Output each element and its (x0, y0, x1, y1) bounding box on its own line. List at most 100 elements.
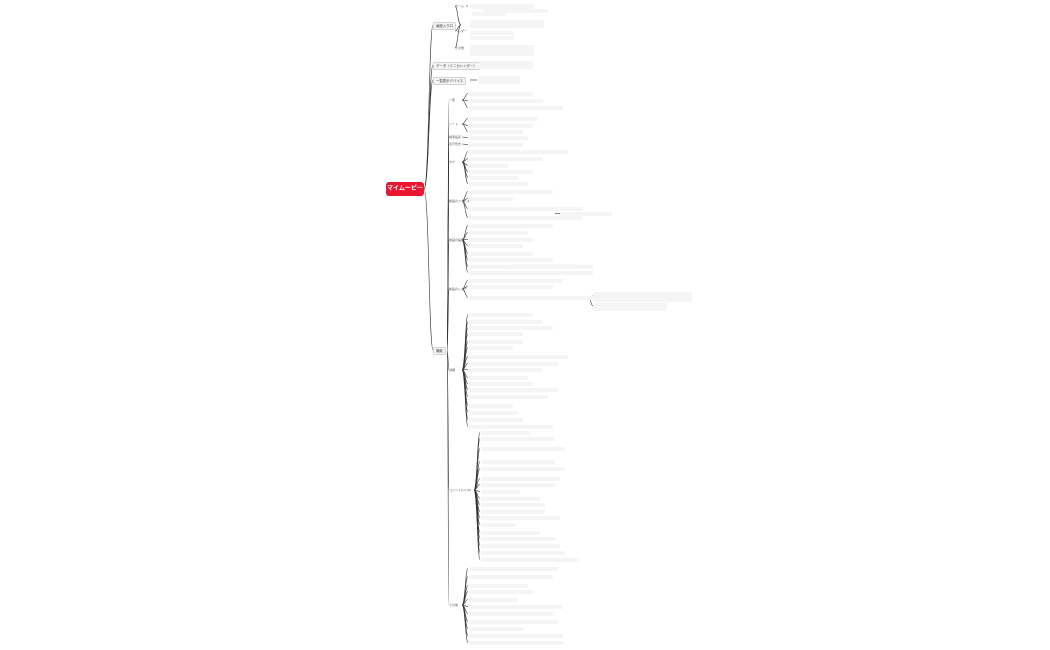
leaf-node[interactable] (469, 388, 558, 393)
leaf-node[interactable] (469, 567, 558, 572)
leaf-node[interactable] (470, 20, 544, 29)
root-node[interactable]: マイムービー (386, 182, 424, 196)
leaf-node[interactable] (469, 404, 513, 409)
leaf-node[interactable] (481, 477, 560, 482)
leaf-node[interactable] (469, 627, 523, 632)
leaf-node[interactable] (469, 620, 558, 625)
leaf-node[interactable] (469, 605, 563, 610)
leaf-node[interactable] (469, 425, 553, 430)
leaf-node[interactable] (479, 61, 533, 70)
leaf-node[interactable] (481, 490, 520, 495)
leaf-node[interactable] (470, 36, 514, 41)
leaf-node[interactable] (469, 197, 513, 202)
leaf-node[interactable] (469, 641, 563, 646)
leaf-node[interactable] (469, 411, 518, 416)
leaf-node[interactable] (469, 124, 533, 129)
sub-node[interactable]: 動画の編集 (449, 238, 465, 242)
sub-node[interactable]: ホーム (455, 4, 464, 8)
leaf-node[interactable] (469, 346, 513, 351)
leaf-node[interactable] (560, 212, 612, 217)
leaf-node[interactable] (481, 544, 560, 549)
leaf-node[interactable] (469, 190, 553, 195)
leaf-node[interactable] (511, 264, 575, 269)
sub-node[interactable]: コメント/いいね (449, 488, 472, 492)
leaf-node[interactable] (469, 376, 528, 381)
leaf-node[interactable] (469, 355, 568, 360)
leaf-node[interactable] (481, 516, 560, 521)
leaf-node[interactable] (481, 551, 565, 556)
leaf-node[interactable] (469, 575, 553, 580)
leaf-node[interactable] (481, 437, 555, 442)
leaf-node[interactable] (469, 598, 518, 603)
leaf-node[interactable] (481, 497, 540, 502)
leaf-node[interactable] (469, 590, 533, 595)
leaf-node[interactable] (481, 523, 515, 528)
leaf-node[interactable] (469, 216, 583, 221)
leaf-node[interactable] (470, 31, 514, 36)
leaf-node[interactable] (469, 368, 543, 373)
leaf-node[interactable] (481, 483, 555, 488)
leaf-node[interactable] (593, 303, 667, 312)
leaf-node[interactable] (469, 238, 533, 243)
leaf-node[interactable] (481, 431, 530, 436)
leaf-node[interactable] (469, 634, 563, 639)
branch-node[interactable]: 機能 (433, 347, 446, 355)
leaf-node[interactable] (469, 362, 558, 367)
leaf-node[interactable] (469, 150, 568, 155)
sub-node[interactable]: ソート (449, 122, 459, 126)
leaf-node[interactable] (470, 4, 534, 9)
branch-node[interactable]: 一覧表示デバイス (433, 77, 467, 85)
leaf-node[interactable] (469, 176, 518, 181)
leaf-node[interactable] (481, 558, 580, 563)
leaf-node[interactable] (469, 136, 528, 141)
leaf-node[interactable] (470, 45, 534, 57)
leaf-node[interactable] (469, 326, 553, 331)
branch-node[interactable]: 画面入り口 (433, 22, 456, 30)
leaf-node[interactable] (469, 231, 528, 236)
leaf-node[interactable] (469, 224, 553, 229)
leaf-node[interactable] (472, 12, 506, 17)
sub-node[interactable]: 詳細 (449, 368, 456, 372)
leaf-node[interactable] (469, 285, 553, 290)
leaf-node[interactable] (469, 332, 523, 337)
leaf-node[interactable] (469, 143, 523, 148)
sub-node[interactable]: 表示形式 (449, 142, 462, 146)
leaf-node[interactable] (484, 9, 548, 14)
sub-node[interactable]: ヘッダー (455, 29, 468, 33)
leaf-node[interactable] (481, 467, 565, 472)
leaf-node[interactable] (469, 320, 543, 325)
leaf-node[interactable] (481, 447, 565, 452)
leaf-node[interactable] (593, 292, 692, 303)
leaf-node[interactable] (469, 164, 508, 169)
leaf-node[interactable] (469, 296, 603, 301)
leaf-node[interactable] (469, 279, 563, 284)
leaf-node[interactable] (469, 92, 533, 97)
leaf-node[interactable] (469, 418, 523, 423)
leaf-node[interactable] (469, 382, 533, 387)
leaf-node[interactable] (469, 313, 533, 318)
leaf-node[interactable] (469, 395, 548, 400)
leaf-node[interactable] (469, 271, 593, 276)
leaf-node[interactable] (469, 106, 563, 111)
leaf-node[interactable] (469, 130, 523, 135)
sub-node[interactable]: その他 (455, 46, 465, 50)
leaf-node[interactable] (469, 182, 528, 187)
leaf-node[interactable] (469, 612, 553, 617)
sub-node[interactable]: 一覧 (449, 98, 456, 102)
sub-node[interactable]: 検索設定 (449, 135, 462, 139)
leaf-node[interactable] (469, 117, 538, 122)
leaf-node[interactable] (469, 244, 523, 249)
sub-node[interactable]: その他 (449, 603, 459, 607)
leaf-node[interactable] (481, 460, 555, 465)
leaf-node[interactable] (469, 340, 523, 345)
leaf-node[interactable] (537, 271, 586, 276)
leaf-node[interactable] (469, 252, 533, 257)
leaf-node[interactable] (481, 510, 545, 515)
leaf-node[interactable] (469, 584, 528, 589)
leaf-node[interactable] (469, 170, 533, 175)
branch-node[interactable]: データ（ミニカレンダー） (433, 62, 480, 70)
leaf-node[interactable] (469, 258, 553, 263)
leaf-node[interactable] (469, 157, 543, 162)
leaf-node[interactable] (481, 503, 545, 508)
sub-node[interactable]: 動画のフィルター (449, 199, 473, 203)
